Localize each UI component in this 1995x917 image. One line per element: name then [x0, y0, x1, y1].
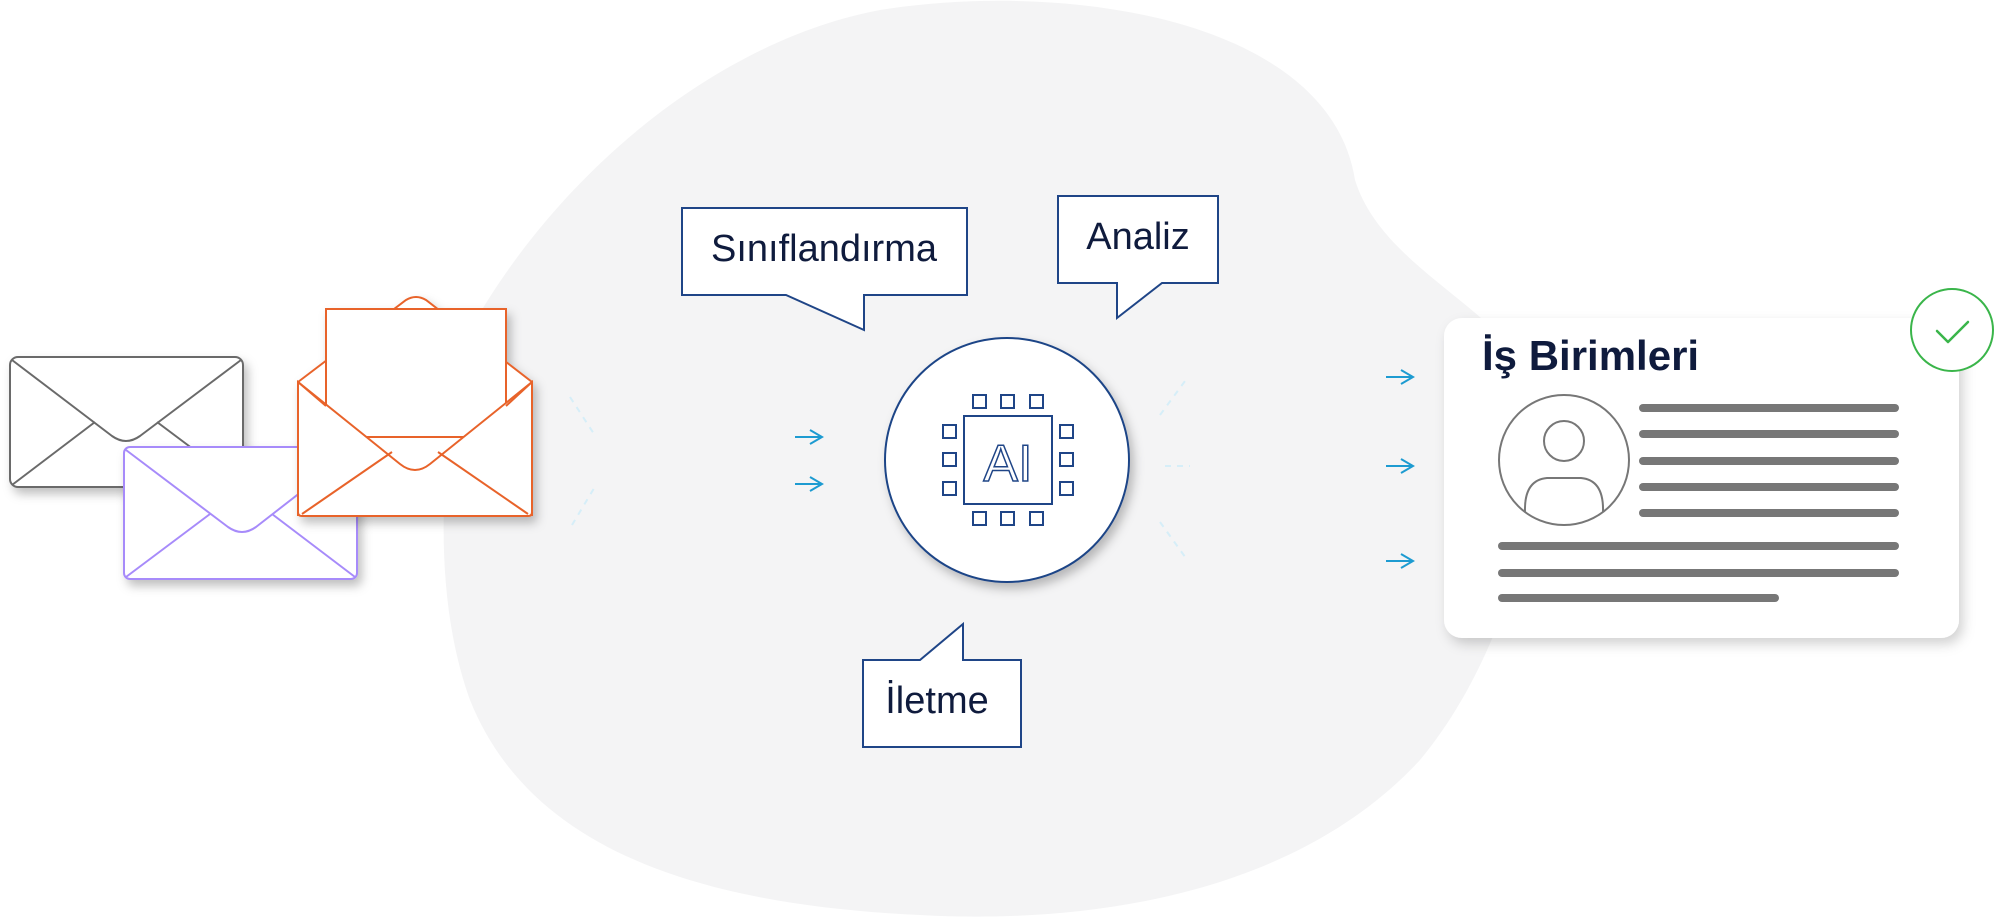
arrow-icon: [1159, 369, 1415, 416]
ai-chip-label: AI: [983, 435, 1032, 493]
ai-processor: AI: [884, 337, 1130, 583]
arrow-icon: [1159, 521, 1415, 569]
classification-bubble: Sınıflandırma: [681, 207, 968, 332]
flow-arrows-out: [1159, 369, 1415, 569]
open-envelope-icon: [297, 296, 533, 517]
user-avatar-icon: [1498, 394, 1630, 526]
arrow-icon: [571, 476, 824, 526]
analysis-label: Analiz: [1086, 216, 1190, 258]
flow-arrows-in: [569, 396, 824, 526]
check-icon: [1910, 288, 1994, 372]
text-lines: [1498, 404, 1899, 602]
card-title: İş Birimleri: [1482, 332, 1699, 379]
classification-label: Sınıflandırma: [711, 228, 938, 270]
forwarding-label: İletme: [885, 679, 988, 722]
ai-chip-icon: [942, 394, 1074, 526]
forwarding-bubble: İletme: [862, 621, 1022, 748]
arrow-icon: [569, 396, 824, 445]
business-units-card: İş Birimleri: [1444, 318, 1959, 638]
analysis-bubble: Analiz: [1057, 195, 1219, 321]
arrow-icon: [1165, 458, 1415, 474]
